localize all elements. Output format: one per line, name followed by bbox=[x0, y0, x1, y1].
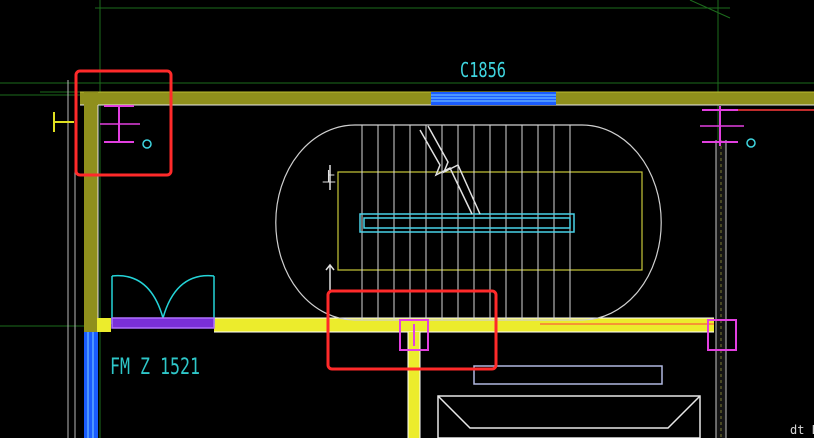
column-top-left[interactable] bbox=[53, 105, 152, 149]
stair-break-line bbox=[419, 125, 481, 215]
right-wall bbox=[715, 140, 727, 438]
column-bottom-center[interactable] bbox=[399, 319, 429, 351]
highlight-boxes bbox=[74, 69, 498, 371]
bottom-wall bbox=[97, 317, 714, 438]
left-window[interactable] bbox=[84, 332, 98, 438]
stair-treads bbox=[361, 125, 571, 320]
window-c1856[interactable] bbox=[431, 92, 556, 105]
left-wall bbox=[84, 92, 99, 332]
left-outer-lines bbox=[67, 80, 76, 438]
lower-room bbox=[437, 365, 701, 438]
corner-text: dt E bbox=[790, 423, 814, 437]
column-bottom-right[interactable] bbox=[707, 319, 737, 351]
window-label: C1856 bbox=[460, 58, 506, 82]
column-top-right[interactable] bbox=[700, 106, 756, 148]
stair-up-mark: 上 bbox=[322, 170, 336, 186]
highlight-box-bottom-center bbox=[326, 289, 498, 371]
highlight-box-top-left bbox=[74, 69, 173, 177]
stair-up-arrows bbox=[325, 165, 335, 290]
stair-handrail bbox=[359, 213, 575, 233]
door-label: FM Z 1521 bbox=[110, 355, 200, 380]
door-fm[interactable] bbox=[111, 274, 215, 329]
